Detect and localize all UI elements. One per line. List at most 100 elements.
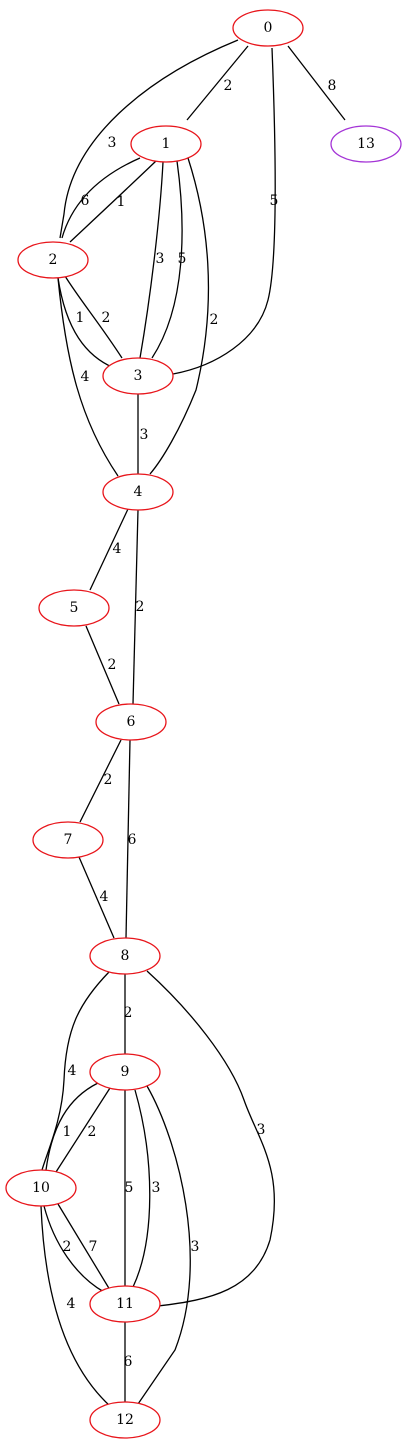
edge-0-1 bbox=[186, 45, 249, 121]
edge-label-0-2: 3 bbox=[108, 135, 117, 151]
node-9: 9 bbox=[89, 1053, 161, 1091]
edge-9-10 bbox=[45, 1082, 99, 1171]
edge-10-12 bbox=[40, 1205, 111, 1407]
edge-10-11 bbox=[43, 1205, 105, 1293]
node-7: 7 bbox=[32, 821, 104, 859]
edge-label-10-12: 4 bbox=[67, 1296, 76, 1312]
node-label-12: 12 bbox=[116, 1412, 134, 1428]
edge-2-4 bbox=[57, 277, 119, 477]
node-shape-12 bbox=[89, 1401, 161, 1439]
node-6: 6 bbox=[95, 703, 167, 741]
edge-0-13 bbox=[287, 45, 346, 121]
node-label-3: 3 bbox=[134, 368, 143, 384]
edge-5-6 bbox=[85, 625, 120, 705]
edge-1-3 bbox=[139, 161, 164, 359]
node-shape-8 bbox=[89, 937, 161, 975]
node-0: 0 bbox=[232, 9, 304, 47]
edge-label-1-4: 2 bbox=[210, 312, 219, 328]
edge-label-1-3: 5 bbox=[178, 251, 187, 267]
node-shape-10 bbox=[5, 1169, 77, 1207]
edges-layer bbox=[40, 39, 346, 1407]
node-12: 12 bbox=[89, 1401, 161, 1439]
node-label-4: 4 bbox=[134, 484, 143, 500]
edge-4-6 bbox=[132, 509, 139, 705]
edge-9-12 bbox=[137, 1085, 191, 1405]
edge-0-3 bbox=[172, 47, 276, 375]
node-shape-5 bbox=[38, 589, 110, 627]
edge-1-3 bbox=[151, 160, 183, 359]
edge-1-2 bbox=[69, 160, 157, 243]
edge-label-9-11: 3 bbox=[152, 1180, 161, 1196]
edge-label-4-5: 4 bbox=[113, 541, 122, 557]
edge-label-9-11: 5 bbox=[125, 1180, 134, 1196]
edge-2-3 bbox=[64, 275, 123, 359]
node-label-1: 1 bbox=[162, 136, 171, 152]
node-4: 4 bbox=[102, 473, 174, 511]
edge-label-2-4: 4 bbox=[81, 369, 90, 385]
node-shape-9 bbox=[89, 1053, 161, 1091]
node-shape-1 bbox=[130, 125, 202, 163]
node-shape-3 bbox=[102, 357, 174, 395]
edge-label-1-2: 6 bbox=[81, 193, 90, 209]
edge-8-11 bbox=[146, 970, 276, 1307]
edge-label-7-8: 4 bbox=[100, 889, 109, 905]
edge-label-9-10: 1 bbox=[63, 1124, 72, 1140]
edge-label-4-6: 2 bbox=[136, 599, 145, 615]
edge-label-11-12: 6 bbox=[124, 1354, 133, 1370]
node-8: 8 bbox=[89, 937, 161, 975]
edge-4-5 bbox=[89, 508, 129, 591]
node-5: 5 bbox=[38, 589, 110, 627]
edge-1-2 bbox=[61, 157, 141, 239]
node-label-6: 6 bbox=[127, 714, 136, 730]
node-label-7: 7 bbox=[64, 832, 73, 848]
node-11: 11 bbox=[89, 1285, 161, 1323]
edge-label-8-11: 3 bbox=[257, 1122, 266, 1138]
edge-6-8 bbox=[125, 739, 131, 939]
node-label-0: 0 bbox=[264, 20, 273, 36]
node-13: 13 bbox=[330, 125, 402, 163]
node-label-2: 2 bbox=[49, 252, 58, 268]
node-shape-4 bbox=[102, 473, 174, 511]
node-shape-0 bbox=[232, 9, 304, 47]
edge-label-2-3: 2 bbox=[102, 310, 111, 326]
node-label-11: 11 bbox=[116, 1296, 134, 1312]
edge-label-1-3: 3 bbox=[156, 251, 165, 267]
edge-2-3 bbox=[57, 277, 115, 369]
edge-label-0-3: 5 bbox=[270, 193, 279, 209]
node-shape-7 bbox=[32, 821, 104, 859]
edge-label-6-8: 6 bbox=[128, 832, 137, 848]
node-shape-11 bbox=[89, 1285, 161, 1323]
node-10: 10 bbox=[5, 1169, 77, 1207]
edge-label-3-4: 3 bbox=[140, 427, 149, 443]
edge-label-9-12: 3 bbox=[191, 1239, 200, 1255]
edge-label-2-3: 1 bbox=[76, 310, 85, 326]
edge-label-0-13: 8 bbox=[328, 78, 337, 94]
edge-label-8-9: 2 bbox=[124, 1005, 133, 1021]
node-label-5: 5 bbox=[70, 600, 79, 616]
node-label-9: 9 bbox=[121, 1064, 130, 1080]
edge-label-8-10: 4 bbox=[68, 1063, 77, 1079]
edge-label-5-6: 2 bbox=[108, 657, 117, 673]
node-shape-6 bbox=[95, 703, 167, 741]
node-label-8: 8 bbox=[121, 948, 130, 964]
edge-9-10 bbox=[55, 1087, 111, 1173]
edge-10-11 bbox=[57, 1203, 111, 1291]
edge-6-7 bbox=[79, 739, 122, 823]
edge-1-4 bbox=[149, 157, 210, 475]
edge-label-10-11: 2 bbox=[63, 1239, 72, 1255]
edge-label-1-2: 1 bbox=[117, 194, 126, 210]
edge-0-2 bbox=[59, 39, 239, 239]
node-3: 3 bbox=[102, 357, 174, 395]
edge-label-6-7: 2 bbox=[104, 772, 113, 788]
node-shape-13 bbox=[330, 125, 402, 163]
edge-9-11 bbox=[132, 1089, 151, 1288]
node-2: 2 bbox=[17, 241, 89, 279]
node-label-13: 13 bbox=[357, 136, 375, 152]
edge-label-9-10: 2 bbox=[88, 1124, 97, 1140]
edge-label-10-11: 7 bbox=[89, 1239, 98, 1255]
node-1: 1 bbox=[130, 125, 202, 163]
edge-7-8 bbox=[78, 856, 115, 939]
